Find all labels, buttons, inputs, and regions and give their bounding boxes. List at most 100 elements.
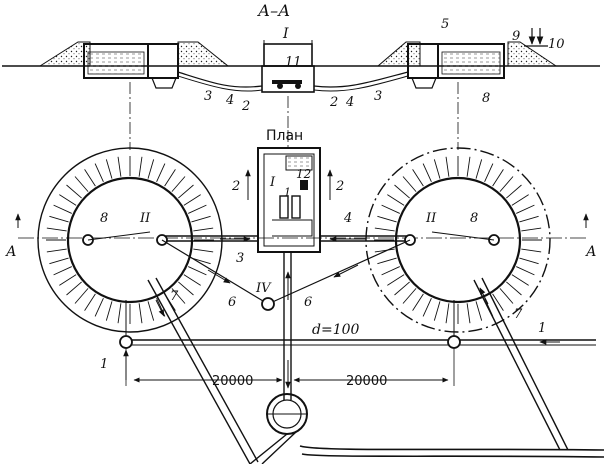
- section-pipe-left-2: [177, 75, 263, 92]
- right-drain-pit: [411, 77, 437, 89]
- ring-tick: [445, 303, 450, 324]
- ring-tick: [191, 257, 211, 265]
- left-tank-inner-ring: [66, 176, 194, 304]
- plan-label-4: 4: [343, 211, 352, 226]
- ring-tick: [433, 301, 441, 321]
- left-tank-ticks: [46, 156, 214, 324]
- ring-tick: [117, 303, 122, 324]
- section-label-9: 9: [512, 29, 520, 44]
- ring-tick: [59, 194, 77, 206]
- ring-tick: [171, 176, 186, 192]
- plan-label-3: 3: [236, 251, 244, 266]
- plan-label-7-left: 7: [170, 289, 179, 304]
- ring-tick: [412, 169, 424, 187]
- ring-tick: [374, 227, 395, 232]
- ring-tick: [402, 176, 417, 192]
- ring-tick: [492, 293, 504, 311]
- plan-label-A-left: А: [5, 244, 17, 260]
- left-embankment: [38, 41, 91, 67]
- ring-tick: [193, 227, 214, 232]
- ring-tick: [49, 257, 69, 265]
- right-embankment-left: [376, 41, 421, 67]
- node-1-right: [447, 335, 461, 349]
- section-label-4-right: 4: [345, 95, 354, 110]
- pipe-7-right-a: [473, 279, 561, 451]
- section-label-5: 5: [441, 17, 449, 32]
- ring-tick: [105, 159, 113, 179]
- ring-tick: [59, 274, 77, 286]
- ring-tick: [156, 163, 166, 182]
- section-label-4-left: 4: [225, 93, 234, 108]
- ring-tick: [466, 156, 471, 177]
- section-label-10: 10: [548, 37, 565, 52]
- ring-tick: [394, 281, 410, 296]
- ring-tick: [433, 159, 441, 179]
- plan-label-2-right: 2: [335, 179, 344, 194]
- ring-tick: [445, 156, 450, 177]
- ring-tick: [84, 293, 96, 311]
- ring-tick: [66, 281, 82, 296]
- plan-title: План: [266, 128, 303, 144]
- ring-tick: [521, 227, 542, 232]
- ring-tick: [138, 303, 143, 324]
- plan-label-dim-right: 20000: [346, 374, 387, 389]
- ring-tick: [412, 293, 424, 311]
- ring-tick: [188, 266, 207, 276]
- ring-tick: [402, 288, 417, 304]
- right-embankment: [507, 41, 558, 67]
- ring-tick: [49, 215, 69, 223]
- section-pipe-left: [177, 71, 263, 88]
- right-tank-outer-ring: [365, 147, 551, 333]
- plan-view: [15, 130, 604, 464]
- ring-tick: [499, 176, 514, 192]
- ring-tick: [506, 184, 522, 199]
- plan-label-8-left: 8: [100, 211, 108, 226]
- section-label-11: 11: [285, 55, 302, 70]
- ring-tick: [94, 298, 104, 317]
- ring-tick: [66, 184, 82, 199]
- ring-tick: [183, 194, 201, 206]
- ring-tick: [475, 159, 483, 179]
- ring-tick: [171, 288, 186, 304]
- ring-tick: [46, 227, 67, 232]
- ring-tick: [374, 248, 395, 253]
- sludge-line-6-left: [161, 239, 269, 305]
- plan-label-7-right: 7: [514, 307, 523, 322]
- section-title: А–А: [257, 1, 290, 20]
- ring-tick: [138, 156, 143, 177]
- plan-label-dim-left: 20000: [212, 374, 253, 389]
- node-IV: [261, 297, 275, 311]
- ring-tick: [105, 301, 113, 321]
- ring-tick: [46, 248, 67, 253]
- plan-label-8-right: 8: [470, 211, 478, 226]
- section-pipe-right-2: [313, 75, 409, 92]
- pump-house-plan: [257, 147, 321, 253]
- section-label-8: 8: [482, 91, 490, 106]
- ring-tick: [422, 298, 432, 317]
- ring-tick: [53, 204, 72, 214]
- right-tank: [437, 43, 505, 79]
- ring-tick: [499, 288, 514, 304]
- pump-house-basement: [261, 65, 315, 93]
- ring-tick: [188, 204, 207, 214]
- ring-tick: [164, 169, 176, 187]
- ring-tick: [466, 303, 471, 324]
- section-view: [2, 28, 600, 150]
- ring-tick: [377, 215, 397, 223]
- plan-label-12: 12: [296, 167, 311, 181]
- ring-tick: [381, 204, 400, 214]
- plan-label-diameter: d=100: [312, 322, 360, 338]
- plan-label-6-left: 6: [228, 295, 236, 310]
- plan-label-IV: IV: [255, 281, 272, 296]
- left-tank-compartment: [147, 43, 179, 79]
- right-tank-water: [441, 51, 501, 75]
- ring-tick: [394, 184, 410, 199]
- ring-tick: [387, 274, 405, 286]
- section-label-3-right: 3: [374, 89, 382, 104]
- plan-label-6-right: 6: [304, 295, 312, 310]
- pipe-7-left-a: [147, 279, 251, 464]
- left-drain-pit: [151, 77, 177, 89]
- ring-tick: [484, 163, 494, 182]
- left-embankment-right: [177, 41, 230, 67]
- ring-tick: [53, 266, 72, 276]
